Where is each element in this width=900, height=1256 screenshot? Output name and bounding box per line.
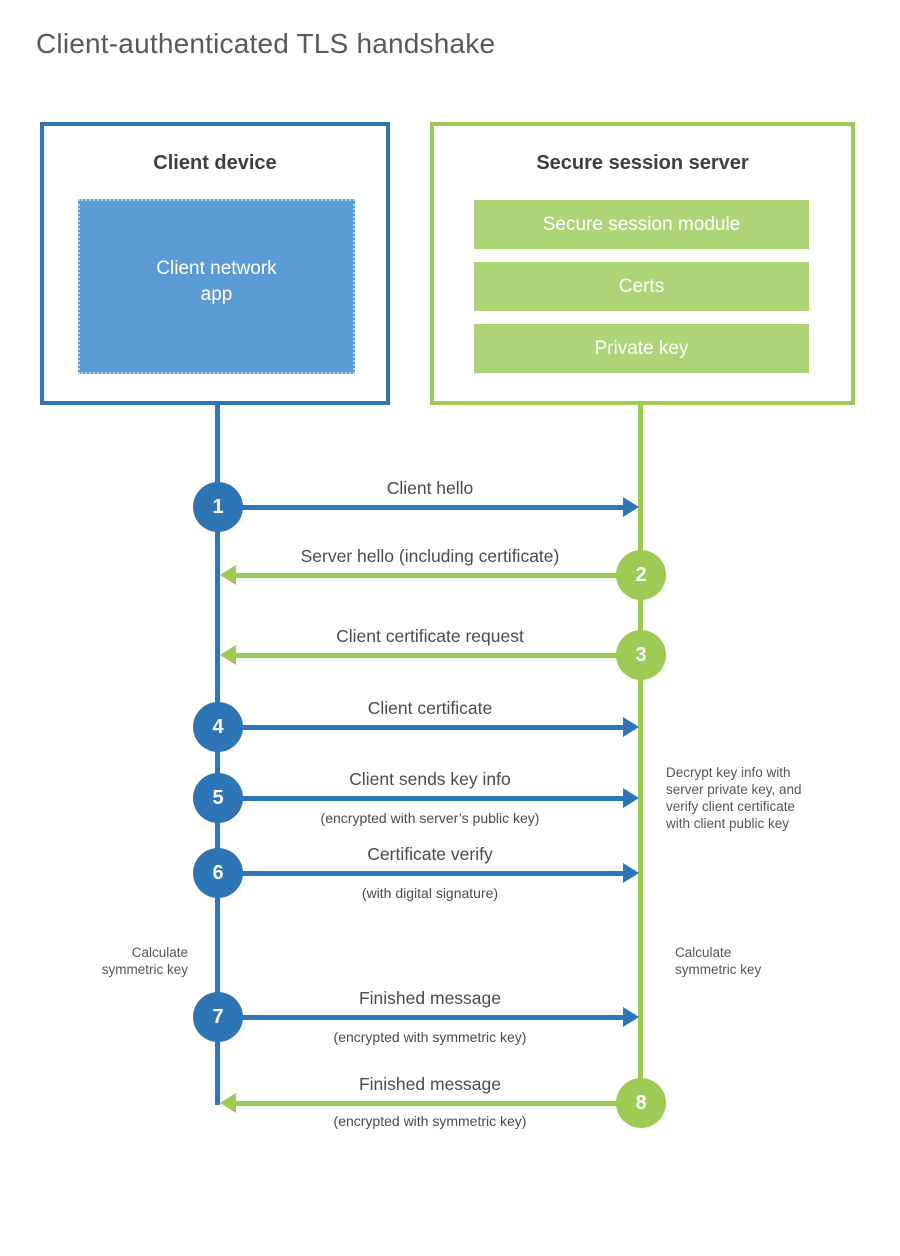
decrypt-note-line4: with client public key [666,816,790,831]
step1-circle: 1 [193,482,243,532]
calc-right-line1: Calculate [675,945,732,960]
step8-arrowhead-icon [220,1093,236,1113]
step4-arrow-line [220,725,625,730]
step5-circle: 5 [193,773,243,823]
calc-left-line2: symmetric key [101,962,188,977]
step3-circle: 3 [616,630,666,680]
client-device-box: Client device Client network app [40,122,390,405]
client-lifeline [215,405,220,1105]
server-module-certs: Certs [474,262,809,311]
step1-label: Client hello [386,478,474,498]
step6-arrow-line [220,871,625,876]
step7-circle: 7 [193,992,243,1042]
step5-sublabel: (encrypted with server’s public key) [320,810,540,826]
step6-sublabel: (with digital signature) [361,885,499,901]
step5-arrow-line [220,796,625,801]
step4-arrowhead-icon [623,717,639,737]
step2-label: Server hello (including certificate) [300,546,560,566]
step2-arrow-line [235,573,639,578]
server-title: Secure session server [536,152,749,174]
step7-label: Finished message [358,988,502,1008]
step8-arrow-line [235,1101,639,1106]
step5-label: Client sends key info [349,769,511,789]
calc-right-line2: symmetric key [675,962,762,977]
step5-arrowhead-icon [623,788,639,808]
secure-session-server-box: Secure session server Secure session mod… [430,122,855,405]
step8-circle: 8 [616,1078,666,1128]
decrypt-note-line1: Decrypt key info with [666,765,791,780]
step7-sublabel: (encrypted with symmetric key) [333,1029,527,1045]
page-title: Client-authenticated TLS handshake [36,28,496,59]
step2-arrowhead-icon [220,565,236,585]
step3-arrow-line [235,653,639,658]
client-device-title: Client device [153,152,277,174]
step3-label: Client certificate request [336,626,524,646]
client-app-label-line2: app [200,283,233,305]
step6-circle: 6 [193,848,243,898]
decrypt-note-line3: verify client certificate [666,799,796,814]
server-module-secure-session: Secure session module [474,200,809,249]
client-app-label-line1: Client network [156,257,277,279]
step8-label: Finished message [358,1074,502,1094]
calculate-symmetric-key-note-server: Calculate symmetric key [675,944,785,978]
decrypt-key-note: Decrypt key info with server private key… [666,764,836,832]
step2-circle: 2 [616,550,666,600]
server-lifeline [638,405,643,1105]
step8-sublabel: (encrypted with symmetric key) [333,1113,527,1129]
calculate-symmetric-key-note-client: Calculate symmetric key [86,944,188,978]
step6-arrowhead-icon [623,863,639,883]
step7-arrowhead-icon [623,1007,639,1027]
client-network-app-box: Client network app [78,199,355,374]
server-module-private-key: Private key [474,324,809,373]
step1-arrow-line [220,505,625,510]
calc-left-line1: Calculate [131,945,188,960]
step3-arrowhead-icon [220,645,236,665]
step4-label: Client certificate [367,698,493,718]
step7-arrow-line [220,1015,625,1020]
decrypt-note-line2: server private key, and [666,782,802,797]
step6-label: Certificate verify [367,844,493,864]
step1-arrowhead-icon [623,497,639,517]
step4-circle: 4 [193,702,243,752]
